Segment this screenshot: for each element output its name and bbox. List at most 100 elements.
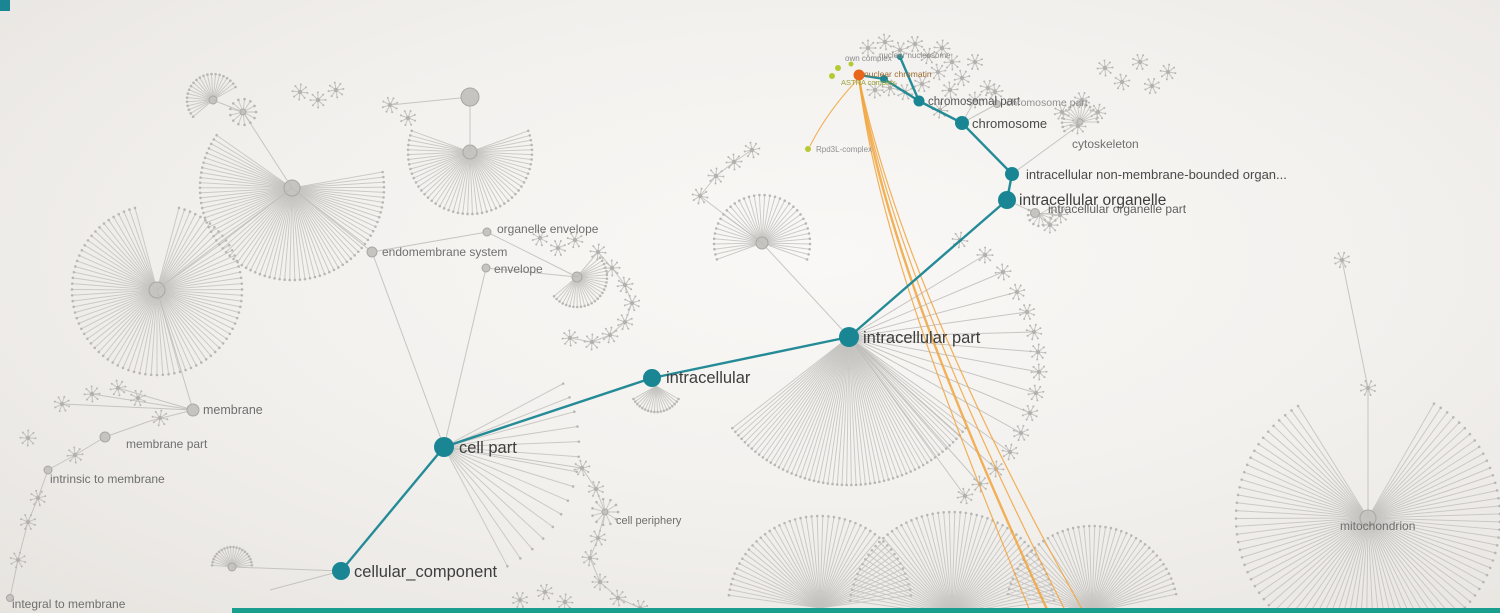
asterisk-center[interactable] [959,75,965,81]
asterisk-center[interactable] [607,332,613,338]
asterisk-center[interactable] [1339,257,1345,263]
asterisk-center[interactable] [1007,449,1013,455]
asterisk-center[interactable] [622,319,628,325]
asterisk-center[interactable] [697,193,703,199]
asterisk-center[interactable] [135,395,141,401]
asterisk-center[interactable] [615,595,621,601]
asterisk-center[interactable] [1137,59,1143,65]
asterisk-center[interactable] [1031,329,1037,335]
asterisk-center[interactable] [872,87,878,93]
node-chromosomal-part[interactable] [913,95,925,107]
asterisk-center[interactable] [882,39,888,45]
node-envelope[interactable] [481,263,491,273]
node-nuclear-chromatin[interactable] [853,69,865,81]
asterisk-center[interactable] [59,401,65,407]
node-endomembrane-system[interactable] [366,246,378,258]
node-cellular-component[interactable] [332,562,350,580]
node-intracellular-organelle-part[interactable] [1030,208,1040,218]
node-chromosome[interactable] [955,116,969,130]
asterisk-center[interactable] [1095,109,1101,115]
node-organelle-hub[interactable] [460,87,480,107]
asterisk-center[interactable] [1075,123,1081,129]
asterisk-center[interactable] [962,493,968,499]
asterisk-center[interactable] [1027,410,1033,416]
asterisk-center[interactable] [567,335,573,341]
asterisk-center[interactable] [157,415,163,421]
asterisk-center[interactable] [542,589,548,595]
asterisk-center[interactable] [315,97,321,103]
asterisk-center[interactable] [595,249,601,255]
node-integral-to-membrane[interactable] [6,594,14,602]
node-membrane-part[interactable] [99,431,111,443]
asterisk-center[interactable] [972,97,978,103]
asterisk-center[interactable] [297,89,303,95]
asterisk-center[interactable] [1165,69,1171,75]
asterisk-center[interactable] [865,45,871,51]
asterisk-center[interactable] [387,102,393,108]
asterisk-center[interactable] [562,599,568,605]
asterisk-center[interactable] [517,597,523,603]
asterisk-center[interactable] [597,579,603,585]
asterisk-center[interactable] [25,435,31,441]
node-membrane[interactable] [186,403,200,417]
asterisk-center[interactable] [1047,222,1053,228]
asterisk-center[interactable] [1102,65,1108,71]
asterisk-center[interactable] [1059,109,1065,115]
asterisk-center[interactable] [925,53,931,59]
asterisk-center[interactable] [579,465,585,471]
asterisk-center[interactable] [89,391,95,397]
asterisk-center[interactable] [992,89,998,95]
asterisk-center[interactable] [593,486,599,492]
node-intracellular-non-membrane-bounded-organelle[interactable] [1005,167,1019,181]
asterisk-center[interactable] [1000,269,1006,275]
asterisk-center[interactable] [935,69,941,75]
node-nuclear-nucleosome[interactable] [897,54,903,60]
asterisk-center[interactable] [912,41,918,47]
node-green-complex-b[interactable] [848,61,854,67]
asterisk-center[interactable] [609,265,615,271]
node-nucleosome[interactable] [880,75,888,83]
asterisk-center[interactable] [919,81,925,87]
node-chromosome-part[interactable] [993,100,1001,108]
asterisk-center[interactable] [1024,309,1030,315]
node-cell-part[interactable] [434,437,454,457]
asterisk-center[interactable] [887,85,893,91]
node-intracellular-organelle[interactable] [998,191,1016,209]
asterisk-center[interactable] [939,45,945,51]
asterisk-center[interactable] [749,147,755,153]
node-green-complex-a[interactable] [829,73,835,79]
asterisk-center[interactable] [1036,369,1042,375]
asterisk-center[interactable] [15,557,21,563]
node-intracellular[interactable] [643,369,661,387]
asterisk-center[interactable] [1119,79,1125,85]
asterisk-center[interactable] [897,47,903,53]
asterisk-center[interactable] [949,59,955,65]
node-rpd3l-complex[interactable] [805,146,811,152]
asterisk-center[interactable] [35,495,41,501]
asterisk-center[interactable] [713,173,719,179]
asterisk-center[interactable] [1014,289,1020,295]
asterisk-center[interactable] [333,87,339,93]
node-intrinsic-to-membrane[interactable] [43,465,53,475]
asterisk-center[interactable] [972,59,978,65]
asterisk-center[interactable] [947,87,953,93]
asterisk-center[interactable] [589,339,595,345]
asterisk-center[interactable] [731,159,737,165]
asterisk-center[interactable] [1035,349,1041,355]
asterisk-center[interactable] [572,237,578,243]
asterisk-center[interactable] [1018,430,1024,436]
asterisk-center[interactable] [25,519,31,525]
asterisk-center[interactable] [1057,212,1063,218]
asterisk-center[interactable] [982,252,988,258]
asterisk-center[interactable] [1149,83,1155,89]
asterisk-center[interactable] [1365,385,1371,391]
node-astra-complex[interactable] [835,65,841,71]
asterisk-center[interactable] [115,385,121,391]
asterisk-center[interactable] [72,452,78,458]
asterisk-center[interactable] [587,555,593,561]
asterisk-center[interactable] [1079,97,1085,103]
asterisk-center[interactable] [537,235,543,241]
asterisk-center[interactable] [405,115,411,121]
